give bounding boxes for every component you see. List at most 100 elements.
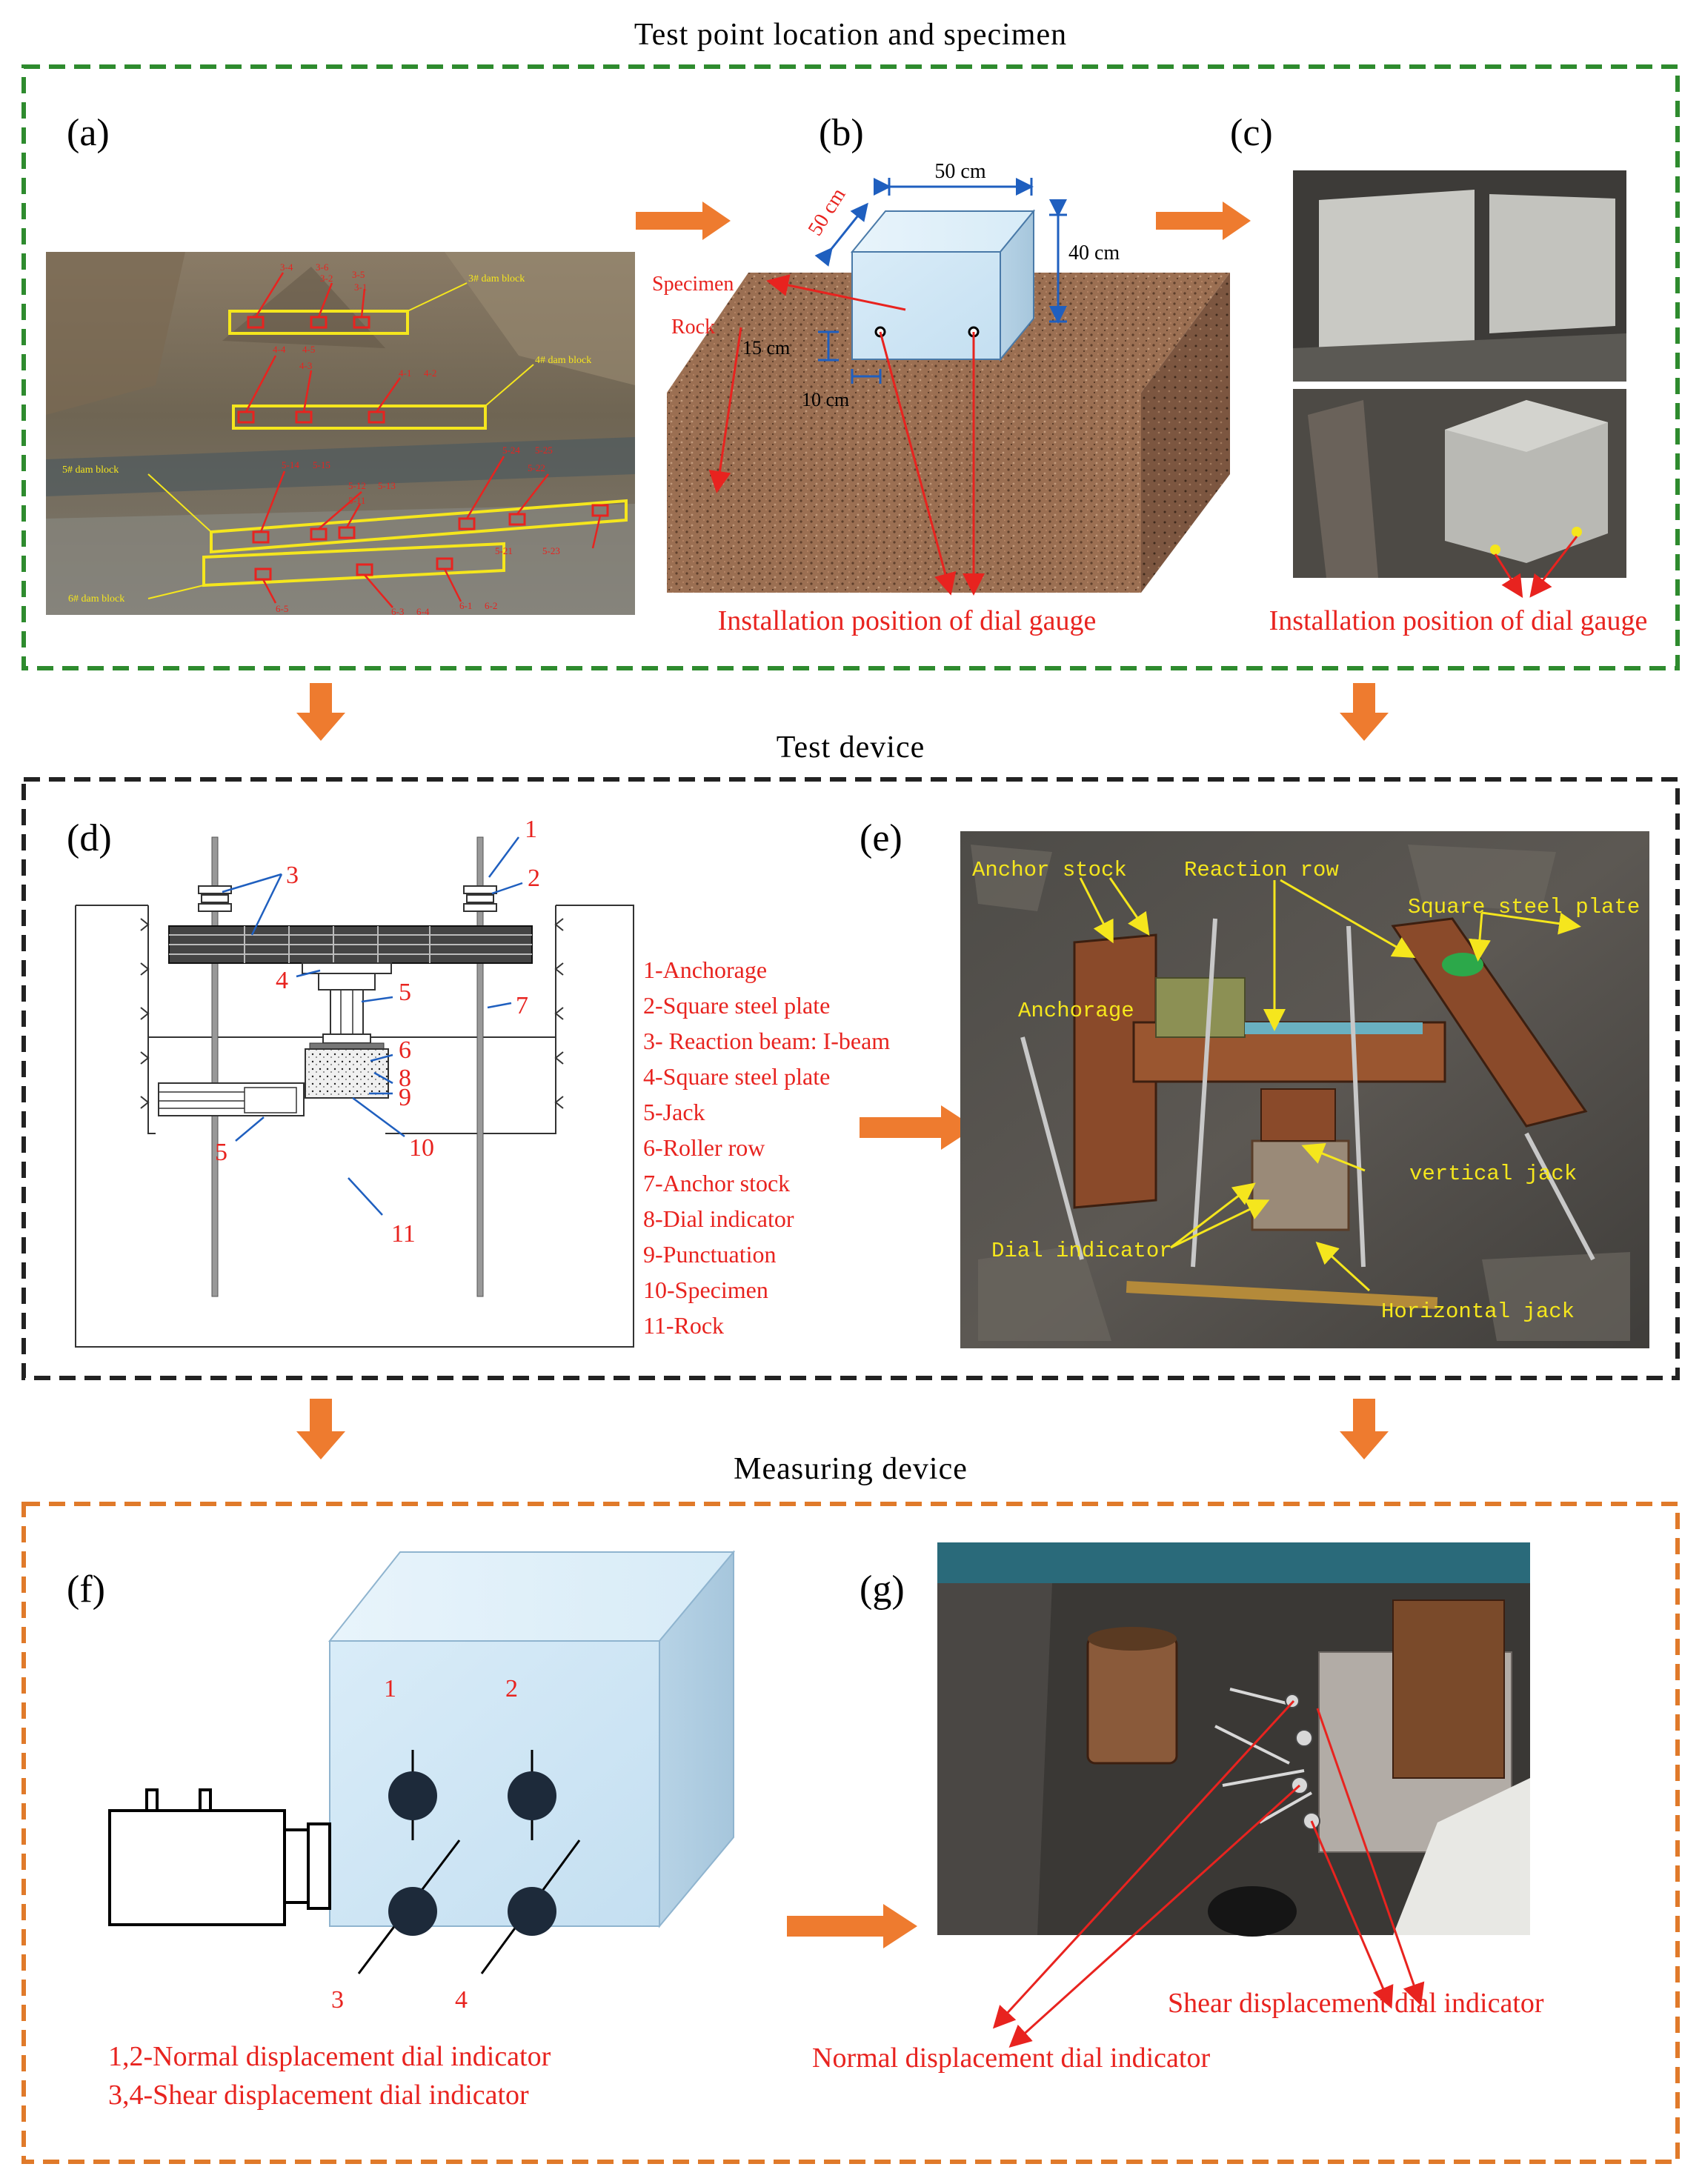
panel-f-legend: 3,4-Shear displacement dial indicator <box>108 2080 529 2111</box>
specimen-label: Specimen <box>652 273 734 296</box>
specimen-side <box>1000 209 1034 362</box>
legend-item: 10-Specimen <box>643 1276 768 1303</box>
panel-label-c: (c) <box>1230 112 1273 154</box>
callout-number: 5 <box>399 979 411 1006</box>
panel-label-g: (g) <box>860 1568 905 1611</box>
point-label: 5-23 <box>542 545 560 556</box>
legend-item: 9-Punctuation <box>643 1241 777 1268</box>
section-title-bottom: Measuring device <box>734 1452 968 1486</box>
legend-item: 1-Anchorage <box>643 956 767 983</box>
point-label: 4-5 <box>302 344 315 355</box>
legend-item: 11-Rock <box>643 1312 724 1339</box>
dam-block-label: 6# dam block <box>68 593 124 605</box>
dim-height: 40 cm <box>1068 242 1120 264</box>
dam-block-label: 5# dam block <box>62 465 119 476</box>
arrow-f-to-g <box>787 1904 917 1948</box>
panel-g-shear-label: Shear displacement dial indicator <box>1168 1988 1544 2019</box>
point-label: 5-15 <box>313 459 330 470</box>
panel-f-schematic: 1 2 3 4 1,2-Normal displacement dial ind… <box>108 1550 736 2111</box>
point-label: 6-1 <box>459 600 472 611</box>
arrow-a-to-b <box>636 202 731 240</box>
callout-number: 1 <box>525 816 537 843</box>
legend-item: 2-Square steel plate <box>643 992 830 1019</box>
flow-arrows <box>296 202 1389 1948</box>
point-label: 6-3 <box>391 606 404 617</box>
arrow-top-left-down <box>296 683 345 741</box>
callout-number: 11 <box>391 1220 416 1248</box>
indicator-number: 3 <box>331 1986 344 2014</box>
indicator-number: 1 <box>384 1675 396 1702</box>
arrow-mid-left-down <box>296 1399 345 1459</box>
dial-indicator-4 <box>508 1887 556 1936</box>
right-steel-frame <box>1391 917 1588 1128</box>
photo-label-anchorage: Anchorage <box>1018 999 1134 1023</box>
legend-item: 8-Dial indicator <box>643 1205 794 1232</box>
callout-number: 6 <box>399 1036 411 1064</box>
dial-indicator-3 <box>388 1887 437 1936</box>
photo-label-dial-indicator: Dial indicator <box>991 1239 1172 1263</box>
callout-number: 9 <box>399 1084 411 1111</box>
point-label: 4-1 <box>399 367 411 379</box>
point-label: 4-2 <box>424 367 436 379</box>
panel-labels: (a) (b) (c) (d) (e) (f) (g) <box>67 112 1273 1611</box>
horizontal-jack-body <box>108 1809 286 1926</box>
dim-width: 50 cm <box>934 160 985 183</box>
point-label: 5-24 <box>502 445 520 456</box>
rock-side-face <box>1141 273 1230 593</box>
arrow-top-right-down <box>1340 683 1389 741</box>
callout-number: 5 <box>215 1139 227 1166</box>
point-label: 6-4 <box>416 606 430 617</box>
anchor-rod-left <box>211 836 219 1297</box>
point-label: 5-25 <box>535 445 553 456</box>
callout-number: 4 <box>276 967 288 994</box>
cube-side-face <box>659 1550 734 1928</box>
photo-label-vertical-jack: vertical jack <box>1409 1162 1577 1186</box>
indicator-number: 2 <box>505 1675 518 1702</box>
panel-label-d: (d) <box>67 817 112 859</box>
panel-g-photo: Shear displacement dial indicator Normal… <box>812 1542 1544 2074</box>
panel-e-photo: Anchor stock Reaction row Square steel p… <box>960 831 1649 1348</box>
cube-front-face <box>329 1640 660 1927</box>
point-label: 6-2 <box>485 600 497 611</box>
section-title-middle: Test device <box>777 730 925 765</box>
legend-item: 6-Roller row <box>643 1134 765 1161</box>
point-label: 4-3 <box>299 360 312 371</box>
arrow-d-to-e <box>860 1105 975 1150</box>
dam-block-6-strip <box>202 542 505 587</box>
dial-indicator-1 <box>388 1771 437 1820</box>
point-label: 3-6 <box>316 262 329 273</box>
callout-number: 3 <box>286 862 299 889</box>
rock-front-face <box>667 393 1141 593</box>
panel-label-a: (a) <box>67 112 110 154</box>
panel-d-schematic: 1 2 3 4 5 6 7 8 9 10 11 5 1-Anchorage 2-… <box>75 816 890 1348</box>
dam-block-label: 3# dam block <box>468 273 525 284</box>
indicator-number: 4 <box>455 1986 468 2014</box>
arrow-mid-right-down <box>1340 1399 1389 1459</box>
section-middle: Test device <box>21 730 1680 1380</box>
point-label: 3-1 <box>354 282 367 293</box>
point-label: 3-2 <box>320 273 333 284</box>
panel-c-caption: Installation position of dial gauge <box>1269 605 1648 636</box>
callout-number: 8 <box>399 1065 411 1092</box>
photo-label-square-steel-plate: Square steel plate <box>1408 895 1640 919</box>
panel-label-f: (f) <box>67 1568 105 1611</box>
section-title-top: Test point location and specimen <box>634 18 1067 52</box>
panel-label-b: (b) <box>819 112 864 154</box>
specimen-front <box>851 251 1001 360</box>
point-label: 5-11 <box>348 495 365 506</box>
point-label: 6-5 <box>276 603 288 614</box>
point-label: 5-12 <box>348 480 366 491</box>
point-label: 4-4 <box>273 344 286 355</box>
point-label: 3-4 <box>280 262 293 273</box>
dim-offset-v: 15 cm <box>742 337 790 359</box>
anchor-rod-right <box>476 836 484 1297</box>
callout-number: 2 <box>528 865 540 892</box>
dial-indicator-2 <box>508 1771 556 1820</box>
point-label: 5-21 <box>495 545 513 556</box>
photo-label-horizontal-jack: Horizontal jack <box>1381 1299 1575 1324</box>
section-bottom: Measuring device <box>21 1452 1680 2164</box>
panel-label-e: (e) <box>860 817 902 859</box>
point-label: 5-14 <box>282 459 299 470</box>
left-steel-frame <box>1073 933 1157 1209</box>
arrow-b-to-c <box>1156 202 1251 240</box>
